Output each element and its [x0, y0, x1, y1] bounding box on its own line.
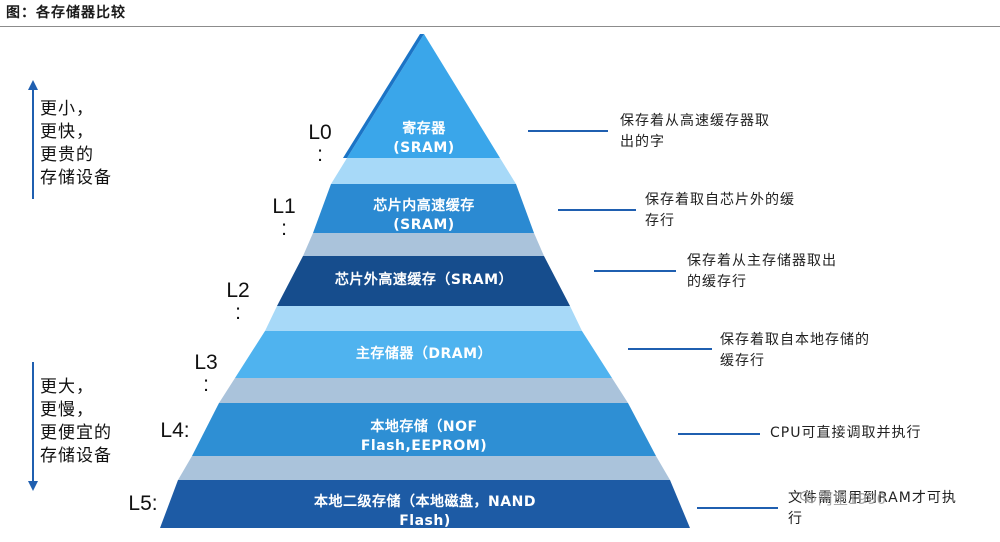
level-l3-text: L3 — [194, 351, 218, 374]
desc-l3: 保存着取自本地存储的 缓存行 — [720, 330, 940, 372]
side-top-line3: 更贵的 — [40, 145, 94, 165]
up-arrow-shaft — [32, 89, 34, 199]
level-l3-colon: : — [203, 373, 209, 396]
side-top-line2: 更快， — [40, 122, 94, 142]
level-l1-marker: L1 : — [266, 196, 302, 240]
level-l5-marker: L5: — [118, 493, 168, 515]
band-l2 — [265, 306, 582, 331]
desc-l5-line1: 文件需调用到RAM才可执 — [788, 490, 957, 506]
tier-l3-label: 主存储器（DRAM） — [300, 345, 548, 364]
tier-l4-label: 本地存储（NOF Flash,EEPROM) — [300, 418, 548, 456]
tier-l2-shape — [277, 256, 570, 306]
level-l0-text: L0 — [308, 121, 332, 144]
title-divider — [0, 26, 1000, 27]
desc-l1: 保存着取自芯片外的缓 存行 — [645, 190, 865, 232]
side-bottom-line1: 更大， — [40, 377, 94, 397]
level-l2-colon: : — [235, 301, 241, 324]
tier-l0-edge-left — [343, 34, 424, 158]
desc-l2: 保存着从主存储器取出 的缓存行 — [687, 251, 907, 293]
tier-l2-label-line1: 芯片外高速缓存（SRAM） — [334, 272, 514, 288]
tier-l0-shape — [347, 34, 500, 158]
level-l2-marker: L2 : — [220, 280, 256, 324]
up-arrow-head — [28, 80, 38, 90]
tier-l4-label-line2: Flash,EEPROM) — [360, 438, 488, 454]
down-arrow-head — [28, 481, 38, 491]
side-bottom-line4: 存储设备 — [40, 446, 112, 466]
level-l2-text: L2 — [226, 279, 250, 302]
side-top-line4: 存储设备 — [40, 168, 112, 188]
tier-l5-label: 本地二级存储（本地磁盘，NAND Flash) — [230, 493, 620, 531]
desc-l0-line1: 保存着从高速缓存器取 — [620, 113, 770, 129]
side-label-top: 更小， 更快， 更贵的 存储设备 — [40, 98, 160, 190]
tier-l5-label-line1: 本地二级存储（本地磁盘，NAND — [314, 494, 536, 510]
desc-l3-line2: 缓存行 — [720, 353, 765, 369]
desc-l0: 保存着从高速缓存器取 出的字 — [620, 111, 840, 153]
tier-l1-shape — [313, 184, 534, 233]
level-l1-text: L1 — [272, 195, 296, 218]
desc-l0-line2: 出的字 — [620, 134, 665, 150]
wechat-icon — [800, 490, 816, 504]
side-label-bottom: 更大， 更慢， 更便宜的 存储设备 — [40, 376, 160, 468]
desc-l5-line2: 行 — [788, 511, 803, 527]
level-l3-marker: L3 : — [188, 352, 224, 396]
tier-l0-label-line1: 寄存器 — [402, 121, 446, 137]
figure-title: 图：各存储器比较 — [6, 5, 126, 21]
band-l4 — [178, 456, 670, 480]
tier-l5-shape — [160, 480, 690, 528]
tier-l0-label: 寄存器 (SRAM) — [364, 120, 484, 158]
desc-l3-line1: 保存着取自本地存储的 — [720, 332, 870, 348]
down-arrow-shaft — [32, 362, 34, 482]
tier-l4-label-line1: 本地存储（NOF — [370, 419, 478, 435]
level-l1-colon: : — [281, 217, 287, 240]
band-l0 — [331, 158, 516, 184]
tier-l1-label: 芯片内高速缓存 (SRAM) — [335, 197, 513, 235]
band-l3 — [219, 378, 628, 403]
tier-l3-label-line1: 主存储器（DRAM） — [355, 346, 493, 362]
tier-l1-label-line2: (SRAM) — [393, 217, 455, 233]
desc-l4-line1: CPU可直接调取并执行 — [770, 425, 922, 441]
desc-l5: 文件需调用到RAM才可执 行 — [788, 488, 998, 530]
level-l4-marker: L4: — [150, 420, 200, 442]
level-l4-text: L4: — [160, 419, 190, 442]
tier-l1-label-line1: 芯片内高速缓存 — [373, 198, 475, 214]
tier-l3-shape — [235, 331, 612, 378]
desc-l4: CPU可直接调取并执行 — [770, 423, 990, 444]
desc-l2-line2: 的缓存行 — [687, 274, 747, 290]
tier-l0-label-line2: (SRAM) — [393, 140, 455, 156]
level-l0-colon: : — [317, 143, 323, 166]
level-l5-text: L5: — [128, 492, 158, 515]
tier-l2-label: 芯片外高速缓存（SRAM） — [300, 271, 548, 290]
band-l1 — [303, 233, 544, 256]
desc-l1-line1: 保存着取自芯片外的缓 — [645, 192, 795, 208]
watermark: 阿里1990 — [818, 490, 887, 508]
level-l0-marker: L0 : — [302, 122, 338, 166]
tier-l4-shape — [192, 403, 656, 456]
side-top-line1: 更小， — [40, 99, 94, 119]
desc-l2-line1: 保存着从主存储器取出 — [687, 253, 837, 269]
desc-l1-line2: 存行 — [645, 213, 675, 229]
tier-l5-label-line2: Flash) — [399, 513, 451, 529]
side-bottom-line2: 更慢， — [40, 400, 94, 420]
side-bottom-line3: 更便宜的 — [40, 423, 112, 443]
